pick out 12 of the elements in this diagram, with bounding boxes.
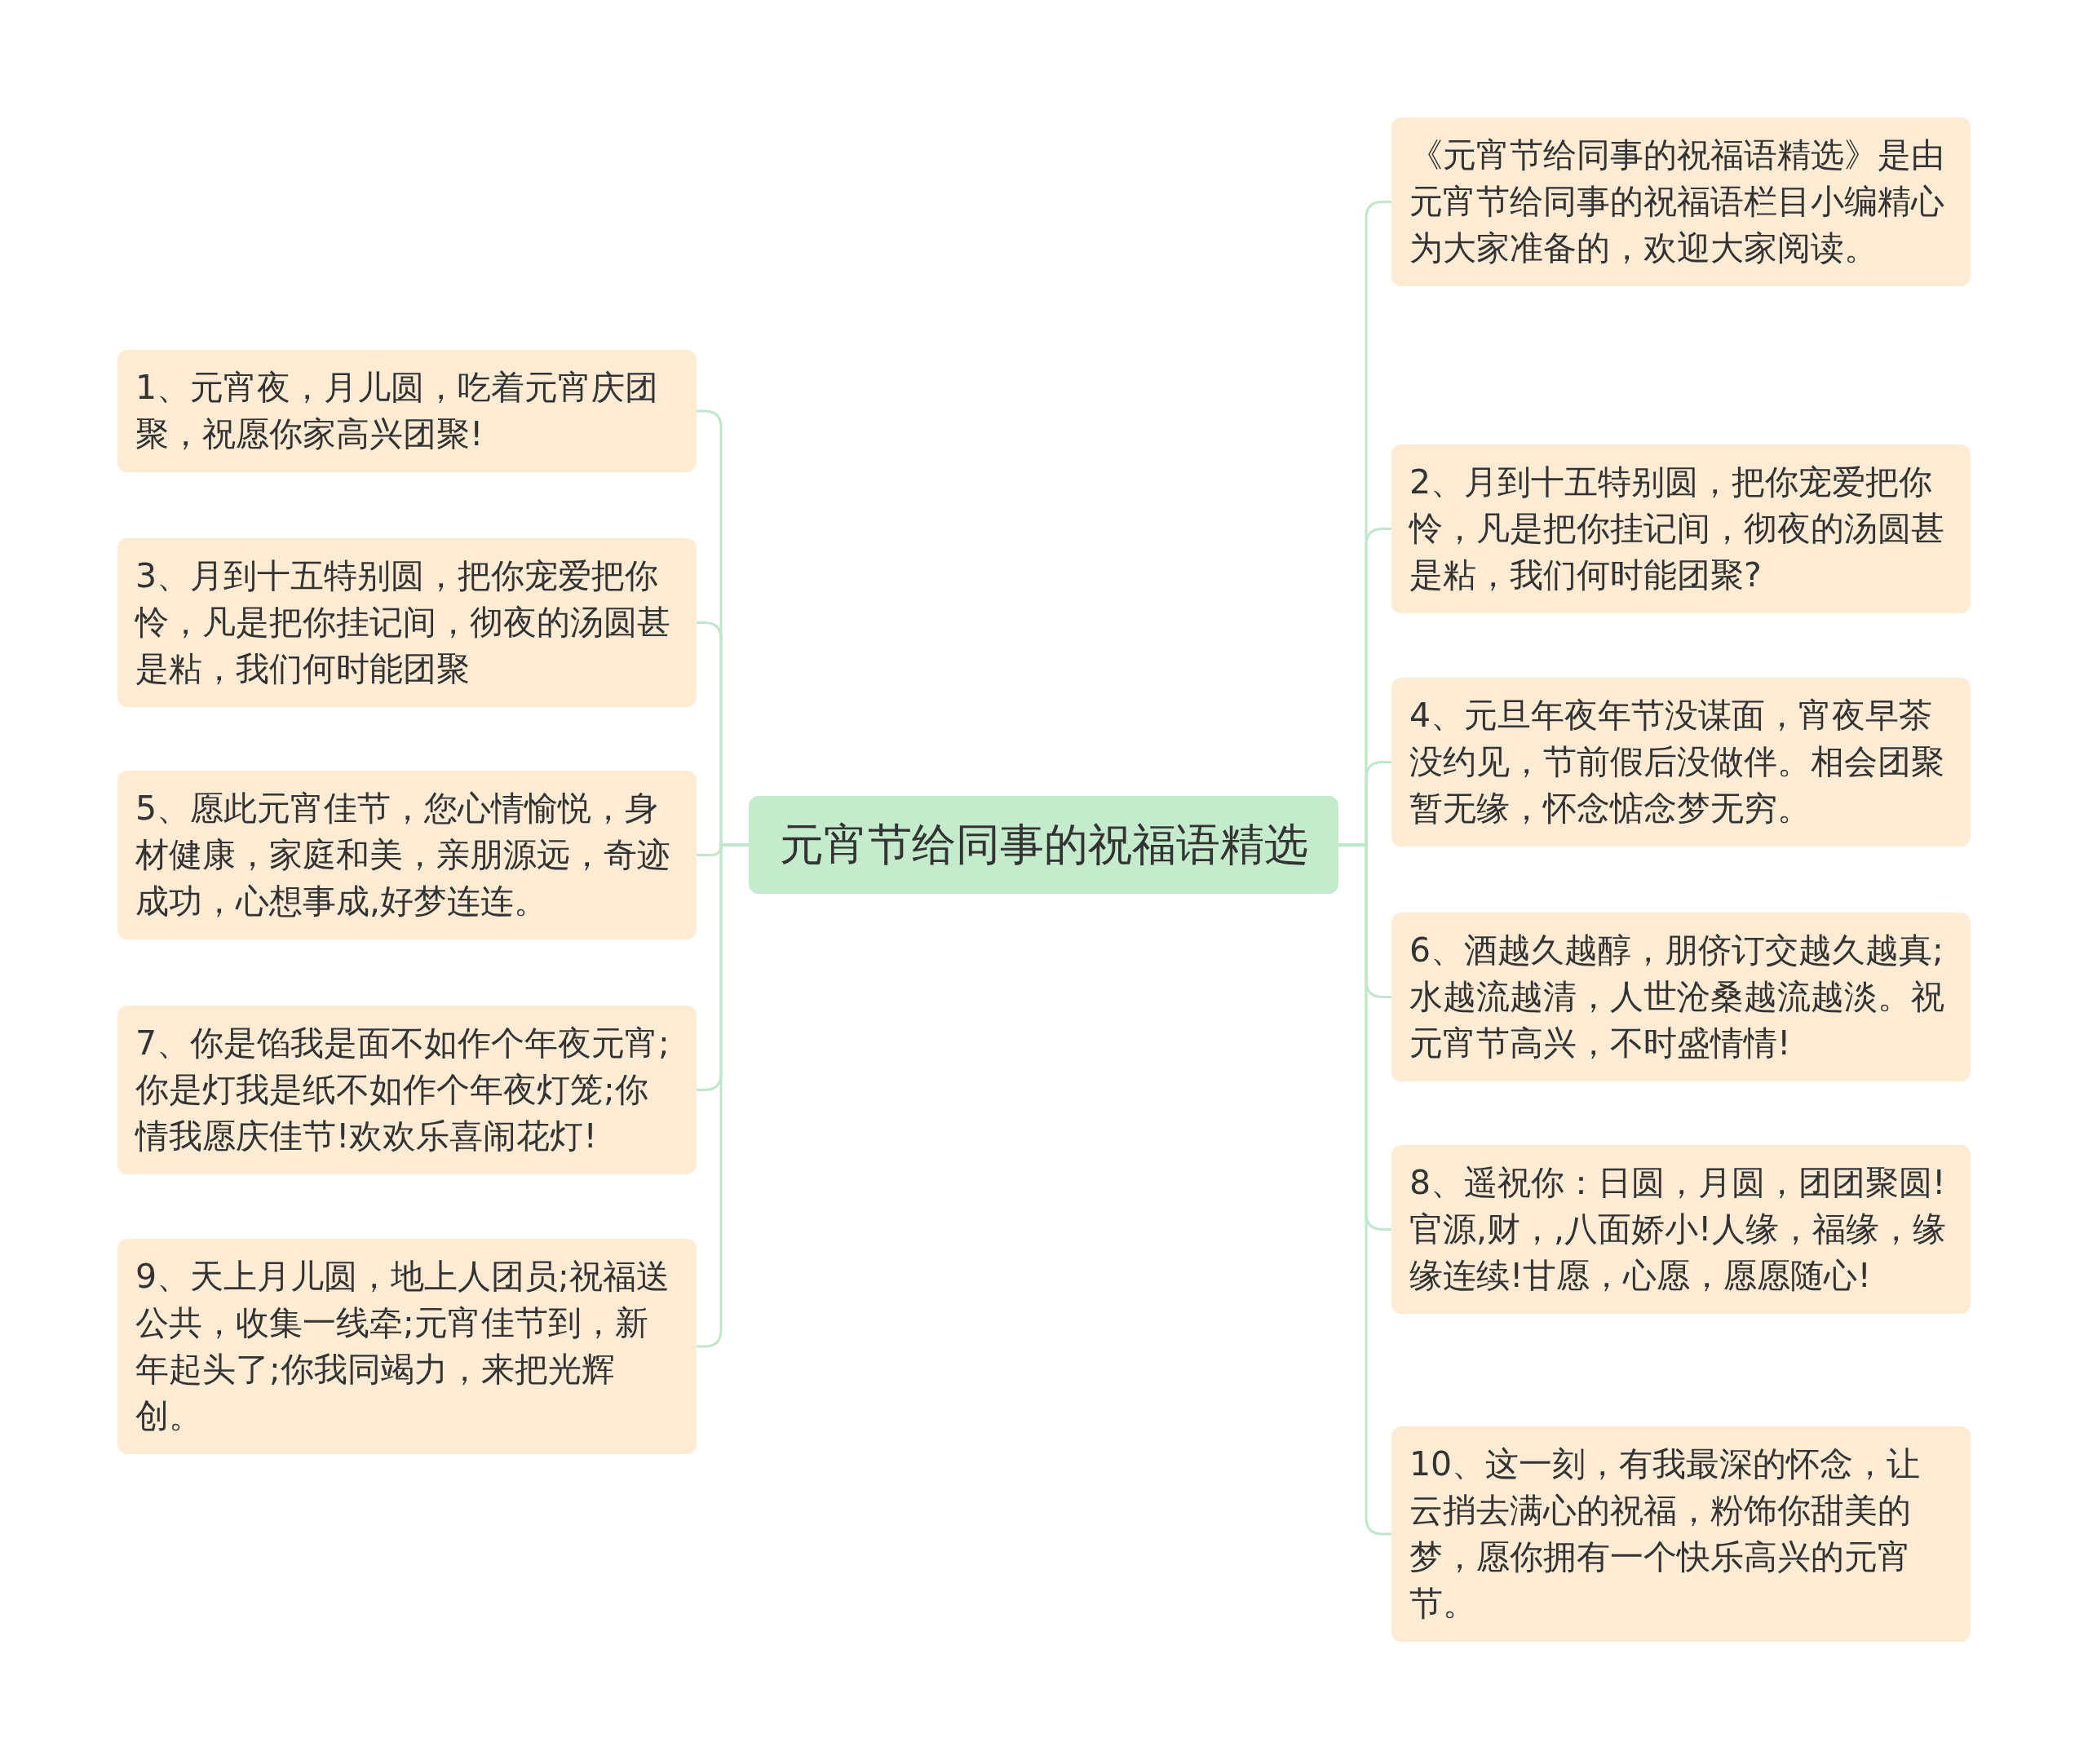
- topic-box: 3、月到十五特别圆，把你宠爱把你怜，凡是把你挂记间，彻夜的汤圆甚是粘，我们何时能团聚: [117, 538, 697, 707]
- topic-box: 6、酒越久越醇，朋侪订交越久越真;水越流越清，人世沧桑越流越淡。祝元宵节高兴，不时盛情情!: [1391, 913, 1971, 1081]
- topic-box: 《元宵节给同事的祝福语精选》是由元宵节给同事的祝福语栏目小编精心为大家准备的，欢迎大家阅读。: [1391, 117, 1971, 286]
- topic-box: 10、这一刻，有我最深的怀念，让云捎去满心的祝福，粉饰你甜美的梦，愿你拥有一个快乐高兴的元宵节。: [1391, 1426, 1971, 1642]
- topic-box: 4、元旦年夜年节没谋面，宵夜早茶没约见，节前假后没做伴。相会团聚暂无缘，怀念惦念梦无穷。: [1391, 678, 1971, 847]
- topic-box: 9、天上月儿圆，地上人团员;祝福送公共，收集一线牵;元宵佳节到，新年起头了;你我同竭力，来把光辉创。: [117, 1239, 697, 1454]
- topic-box: 1、元宵夜，月儿圆，吃着元宵庆团聚，祝愿你家高兴团聚!: [117, 350, 697, 472]
- topic-box: 5、愿此元宵佳节，您心情愉悦，身材健康，家庭和美，亲朋源远，奇迹成功，心想事成,好梦连连。: [117, 771, 697, 939]
- topic-box: 7、你是馅我是面不如作个年夜元宵;你是灯我是纸不如作个年夜灯笼;你情我愿庆佳节!欢欢乐喜闹花灯!: [117, 1006, 697, 1174]
- topic-box: 8、遥祝你：日圆，月圆，团团聚圆!官源,财，,八面娇小!人缘，福缘，缘缘连续!甘愿，心愿，愿愿随心!: [1391, 1145, 1971, 1314]
- topic-box: 2、月到十五特别圆，把你宠爱把你怜，凡是把你挂记间，彻夜的汤圆甚是粘，我们何时能团聚?: [1391, 444, 1971, 613]
- central-topic-box: 元宵节给同事的祝福语精选: [749, 796, 1338, 894]
